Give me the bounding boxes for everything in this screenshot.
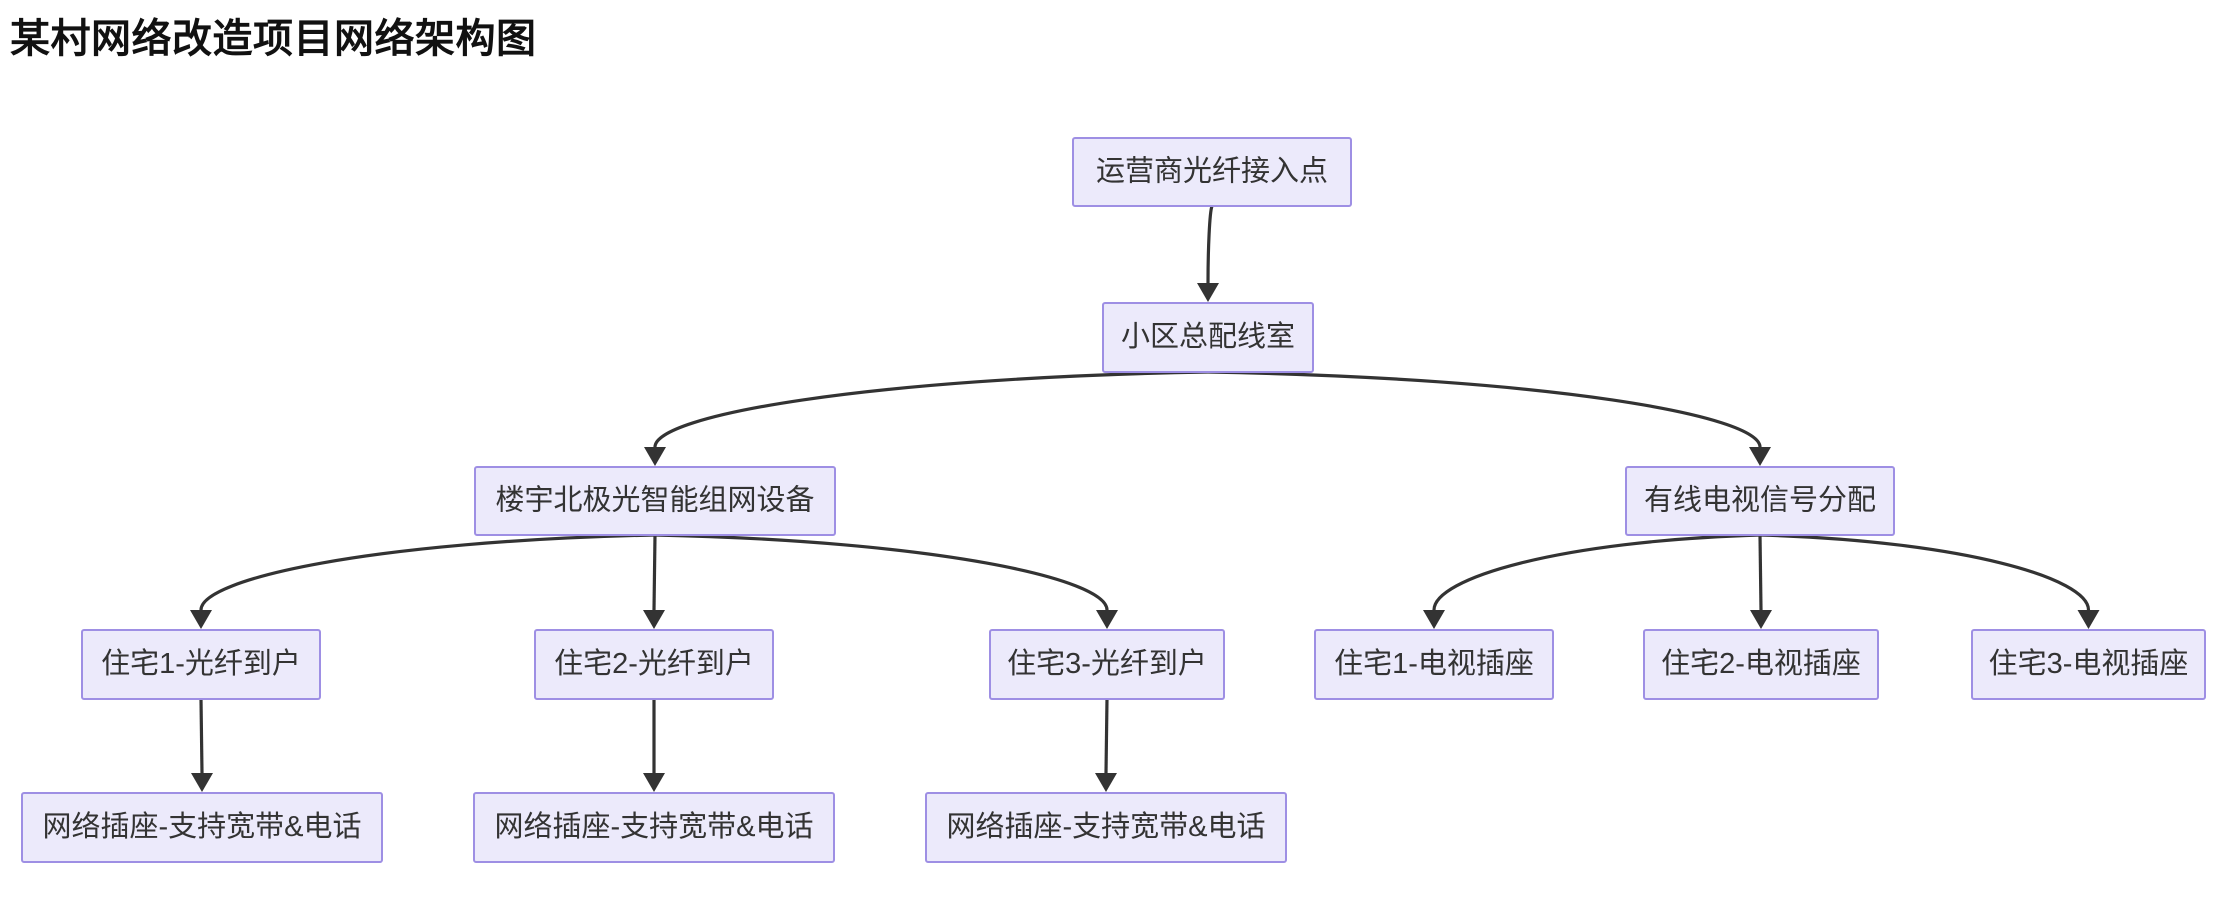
- edge-arrowhead-icon: [1749, 447, 1771, 466]
- node-box[interactable]: [474, 466, 836, 536]
- node-label: 住宅3-光纤到户: [1007, 647, 1207, 680]
- node-label: 住宅3-电视插座: [1989, 647, 2189, 680]
- edge-arrowhead-icon: [643, 773, 665, 792]
- node-label: 住宅1-电视插座: [1334, 647, 1534, 680]
- edge-arrowhead-icon: [643, 610, 665, 629]
- edge-arrowhead-icon: [1750, 610, 1772, 629]
- edge-n7-to-n13: [1095, 698, 1117, 792]
- node-label: 楼宇北极光智能组网设备: [495, 484, 814, 517]
- edge-n6-to-n12: [643, 699, 665, 792]
- edge-n4-to-n10: [1759, 533, 2100, 629]
- edge-n3-to-n7: [654, 533, 1118, 629]
- edge-n2-to-n3: [644, 370, 1209, 466]
- node-label: 网络插座-支持宽带&电话: [42, 810, 361, 843]
- diagram-node[interactable]: 小区总配线室: [1102, 302, 1314, 373]
- node-box[interactable]: [1314, 629, 1554, 700]
- edge-arrowhead-icon: [1197, 283, 1219, 302]
- node-label: 住宅2-光纤到户: [554, 647, 754, 680]
- edge-arrowhead-icon: [1095, 773, 1117, 792]
- node-label: 运营商光纤接入点: [1096, 155, 1328, 188]
- diagram-node[interactable]: 网络插座-支持宽带&电话: [925, 792, 1287, 863]
- edge-n4-to-n8: [1423, 533, 1761, 629]
- diagram-node[interactable]: 有线电视信号分配: [1625, 466, 1895, 536]
- node-box[interactable]: [925, 792, 1287, 863]
- edge-arrowhead-icon: [190, 610, 212, 629]
- edge-arrowhead-icon: [191, 773, 213, 792]
- diagram-node[interactable]: 住宅3-电视插座: [1971, 629, 2206, 700]
- node-label: 住宅1-光纤到户: [101, 647, 301, 680]
- node-box[interactable]: [1625, 466, 1895, 536]
- diagram-node[interactable]: 网络插座-支持宽带&电话: [21, 792, 383, 863]
- diagram-node[interactable]: 住宅2-电视插座: [1643, 629, 1879, 700]
- edge-n4-to-n9: [1750, 534, 1772, 629]
- diagram-node[interactable]: 住宅1-光纤到户: [81, 629, 321, 700]
- diagram-node[interactable]: 住宅3-光纤到户: [989, 629, 1225, 700]
- edge-n3-to-n5: [190, 533, 656, 629]
- node-box[interactable]: [1072, 137, 1352, 207]
- node-box[interactable]: [1643, 629, 1879, 700]
- node-box[interactable]: [473, 792, 835, 863]
- edge-n1-to-n2: [1197, 205, 1219, 302]
- node-box[interactable]: [989, 629, 1225, 700]
- page-title: 某村网络改造项目网络架构图: [10, 17, 537, 61]
- node-label: 网络插座-支持宽带&电话: [946, 810, 1265, 843]
- edge-n3-to-n6: [643, 534, 665, 629]
- diagram-node[interactable]: 网络插座-支持宽带&电话: [473, 792, 835, 863]
- edge-layer: [190, 205, 2100, 792]
- node-label: 有线电视信号分配: [1644, 484, 1876, 517]
- edge-n2-to-n4: [1207, 370, 1771, 466]
- edge-n5-to-n11: [191, 698, 213, 792]
- edge-arrowhead-icon: [1096, 610, 1118, 629]
- diagram-node[interactable]: 住宅2-光纤到户: [534, 629, 774, 700]
- diagram-node[interactable]: 运营商光纤接入点: [1072, 137, 1352, 207]
- edge-arrowhead-icon: [644, 447, 666, 466]
- edge-arrowhead-icon: [2077, 610, 2100, 629]
- node-box[interactable]: [1102, 302, 1314, 373]
- node-box[interactable]: [81, 629, 321, 700]
- node-label: 网络插座-支持宽带&电话: [494, 810, 813, 843]
- node-label: 小区总配线室: [1121, 320, 1295, 353]
- node-box[interactable]: [21, 792, 383, 863]
- edge-arrowhead-icon: [1423, 610, 1445, 629]
- node-label: 住宅2-电视插座: [1661, 647, 1861, 680]
- diagram-node[interactable]: 住宅1-电视插座: [1314, 629, 1554, 700]
- node-box[interactable]: [534, 629, 774, 700]
- diagram-node[interactable]: 楼宇北极光智能组网设备: [474, 466, 836, 536]
- node-box[interactable]: [1971, 629, 2206, 700]
